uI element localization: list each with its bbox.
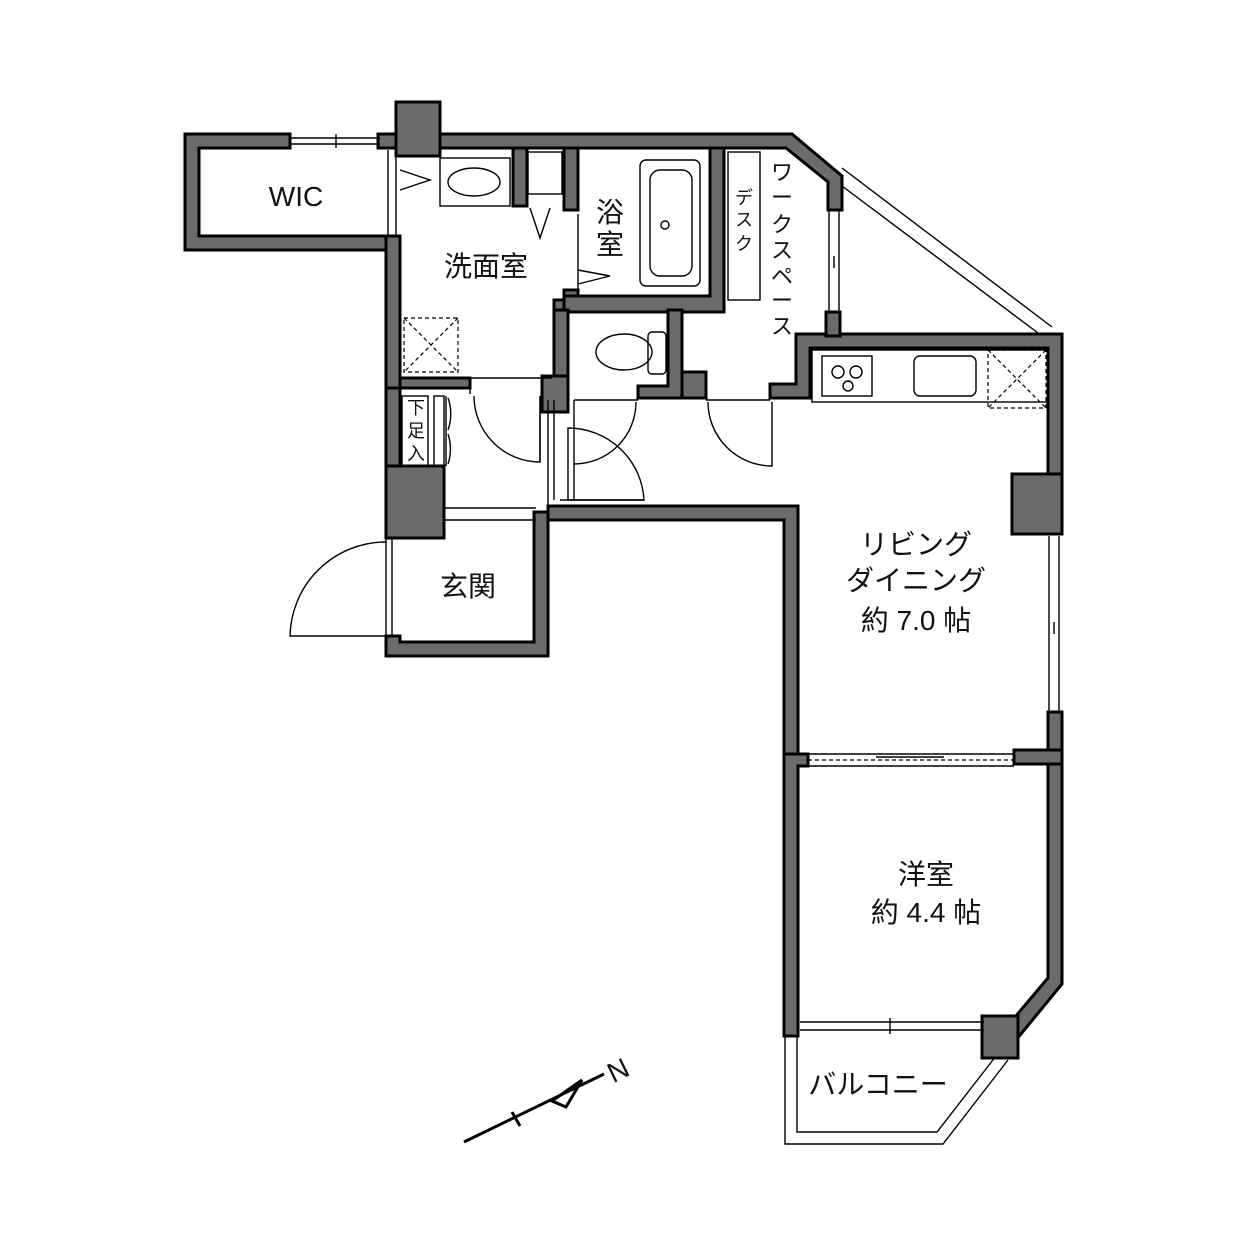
label-shoe-cabinet: 下 足 入 xyxy=(407,398,425,465)
svg-text:ワ: ワ xyxy=(771,161,793,186)
label-desk: デ ス ク xyxy=(735,188,753,255)
sliding-door xyxy=(808,753,1014,767)
svg-text:ペ: ペ xyxy=(771,265,793,290)
desk xyxy=(727,151,761,301)
room-labels: WIC 洗面室 浴 室 ワ ー ク ス ペ ー ス デ ス ク 下 足 入 玄関… xyxy=(269,161,986,1100)
label-western-size: 約 4.4 帖 xyxy=(871,897,981,928)
compass-north-label: N xyxy=(602,1052,634,1089)
svg-text:ク: ク xyxy=(735,234,753,255)
washbasin-bowl xyxy=(447,167,501,197)
label-western-room: 洋室 xyxy=(898,859,954,890)
svg-text:ス: ス xyxy=(771,315,793,340)
laundry-space xyxy=(527,151,563,195)
label-bath-1: 浴 xyxy=(596,197,624,228)
label-ldk-1: リビング xyxy=(860,529,972,560)
cooktop xyxy=(821,355,873,397)
label-workspace: ワ ー ク ス ペ ー ス xyxy=(771,161,793,340)
svg-text:ー: ー xyxy=(771,186,793,211)
balcony-outline xyxy=(784,1036,1009,1145)
svg-text:ー: ー xyxy=(771,289,793,314)
svg-text:ス: ス xyxy=(735,210,753,231)
label-washroom: 洗面室 xyxy=(444,251,528,282)
svg-text:足: 足 xyxy=(407,421,425,442)
compass-arrow-icon: N xyxy=(463,1052,634,1144)
svg-text:ス: ス xyxy=(771,239,793,264)
kitchen-sink xyxy=(913,355,977,397)
walls xyxy=(183,100,1064,1060)
svg-text:下: 下 xyxy=(407,398,425,419)
label-balcony: バルコニー xyxy=(808,1069,947,1100)
fixtures xyxy=(401,151,1049,467)
windows xyxy=(290,134,1060,1034)
shoe-cabinet xyxy=(401,395,429,467)
label-bath-2: 室 xyxy=(596,229,624,260)
doors xyxy=(289,150,773,637)
kitchen-counter xyxy=(811,349,1049,403)
svg-text:デ: デ xyxy=(735,188,753,209)
label-wic: WIC xyxy=(269,181,323,212)
label-entrance: 玄関 xyxy=(440,571,496,602)
svg-text:入: 入 xyxy=(407,444,425,465)
label-ldk-size: 約 7.0 帖 xyxy=(861,605,971,636)
washbasin-counter xyxy=(439,157,511,207)
bathtub xyxy=(639,159,701,287)
label-ldk-2: ダイニング xyxy=(846,565,986,596)
toilet-bowl xyxy=(595,333,653,371)
svg-text:ク: ク xyxy=(771,213,793,238)
eave-outline xyxy=(841,167,1053,334)
toilet-tank xyxy=(647,331,667,375)
